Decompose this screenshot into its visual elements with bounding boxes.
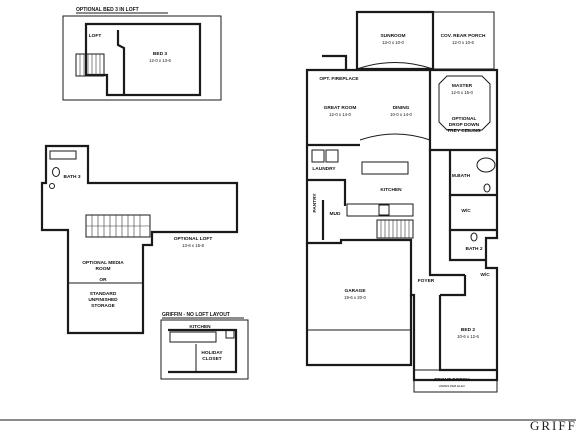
storage-line2: UNFINISHED: [88, 297, 118, 303]
master-ceiling-line2: DROP DOWN: [449, 122, 480, 128]
no-loft-range-icon: [225, 329, 235, 339]
front-porch-dims: VARIES PER ELEV.: [439, 384, 466, 388]
mbath-label: M.BATH: [452, 173, 471, 179]
bath3-toilet-icon: [52, 167, 60, 177]
upper-floor-plan: BATH 3 OPTIONAL LOFT 13-6 x 15-8 OPTIONA…: [40, 144, 239, 335]
dining-label: DINING: [393, 105, 410, 111]
bath-corridor-wall: [428, 150, 465, 277]
pantry-label: PANTRY: [312, 193, 318, 213]
sunroom-arch: [356, 62, 434, 70]
loft-label: LOFT: [89, 33, 102, 39]
master-label: MASTER: [452, 83, 473, 89]
bath3-tub-icon: [49, 150, 77, 160]
holiday-closet-line2: CLOSET: [202, 356, 222, 362]
mbath-toilet-icon: [483, 183, 491, 193]
bath2-label: BATH 2: [466, 246, 483, 252]
mbath-tub-icon: [476, 157, 496, 173]
rear-porch-dims: 12-0 x 10-6: [452, 40, 474, 45]
master-ceiling-line3: TREY CEILING: [447, 128, 481, 134]
no-loft-kitchen-label: KITCHEN: [189, 324, 211, 330]
kitchen-counter: [346, 203, 414, 217]
master-ceiling-line1: OPTIONAL: [452, 116, 477, 122]
storage-line1: STANDARD: [90, 291, 117, 297]
bed3-loft-plan: OPTIONAL BED 3 IN LOFT LOFT BED 3 12-0 x…: [62, 7, 222, 101]
bed3-loft-title: OPTIONAL BED 3 IN LOFT: [76, 7, 139, 13]
main-stair: [376, 219, 414, 239]
master-dims: 12-6 x 15-0: [451, 90, 473, 95]
brand-title: GRIFF: [530, 418, 576, 432]
great-room-dims: 12-0 x 14-0: [329, 112, 351, 117]
bath3-fixtures: [49, 150, 77, 189]
fireplace-walls: [322, 54, 348, 70]
main-floor-plan: SUNROOM 13-0 x 10-0 COV. REAR PORCH 12-0…: [305, 10, 499, 393]
media-room-line1: OPTIONAL MEDIA: [82, 260, 124, 266]
bed2-dims: 10-6 x 12-6: [457, 334, 479, 339]
laundry-wall: [307, 178, 347, 206]
mud-label: MUD: [330, 211, 341, 217]
bath3-label: BATH 3: [64, 174, 81, 180]
kitchen-island: [361, 161, 409, 175]
loft-stair-upper: [85, 214, 151, 238]
holiday-closet-line1: HOLIDAY: [201, 350, 223, 356]
dining-dims: 10-0 x 14-0: [390, 112, 412, 117]
wic-master-label: W/C: [461, 208, 471, 214]
storage-line3: STORAGE: [91, 303, 115, 309]
optional-loft-dims: 13-6 x 15-8: [182, 243, 204, 248]
loft-stair: [75, 53, 105, 77]
or-label: OR: [99, 277, 107, 283]
wic-label: W/C: [480, 272, 490, 278]
bed3-partition: [116, 30, 126, 95]
bath2-toilet-icon: [470, 232, 478, 242]
rear-porch-label: COV. REAR PORCH: [441, 33, 486, 39]
no-loft-title: GRIFFIN - NO LOFT LAYOUT: [162, 312, 230, 318]
bed3-dims: 12-0 x 13-6: [149, 58, 171, 63]
sunroom-label: SUNROOM: [380, 33, 405, 39]
no-loft-plan: GRIFFIN - NO LOFT LAYOUT KITCHEN HOLIDAY…: [160, 312, 249, 380]
dryer-icon: [325, 149, 339, 163]
garage-walls: [305, 243, 413, 367]
kitchen-arch: [359, 133, 431, 141]
bed3-loft-outline: [62, 15, 222, 101]
sunroom-dims: 13-0 x 10-0: [382, 40, 404, 45]
master-wall: [428, 70, 497, 152]
foyer-label: FOYER: [418, 278, 435, 284]
garage-dims: 19-6 x 20-0: [344, 295, 366, 300]
optional-loft-label: OPTIONAL LOFT: [174, 236, 213, 242]
great-room-label: GREAT ROOM: [324, 105, 357, 111]
trey-ceiling-outline: [438, 75, 491, 131]
garage-label: GARAGE: [344, 288, 366, 294]
laundry-label: LAUNDRY: [312, 166, 336, 172]
front-porch-label: FRONT PORCH: [434, 377, 470, 383]
bath3-sink-icon: [49, 183, 55, 189]
media-room-line2: ROOM: [96, 266, 111, 272]
wic-walls: [448, 195, 497, 232]
kitchen-label: KITCHEN: [380, 187, 402, 193]
bed3-loft-walls: [84, 22, 202, 97]
bed2-label: BED 2: [461, 327, 475, 333]
bath2-walls: [448, 230, 486, 262]
no-loft-walls: [168, 328, 238, 374]
washer-icon: [311, 149, 325, 163]
fireplace-label: OPT. FIREPLACE: [319, 76, 359, 82]
range-icon: [378, 204, 390, 216]
wic2-wall: [440, 275, 467, 297]
no-loft-outline: [160, 319, 249, 380]
upper-floor-walls: [40, 144, 239, 335]
no-loft-counter: [169, 331, 217, 343]
bed3-label: BED 3: [153, 51, 167, 57]
front-porch-outline: [413, 369, 498, 393]
